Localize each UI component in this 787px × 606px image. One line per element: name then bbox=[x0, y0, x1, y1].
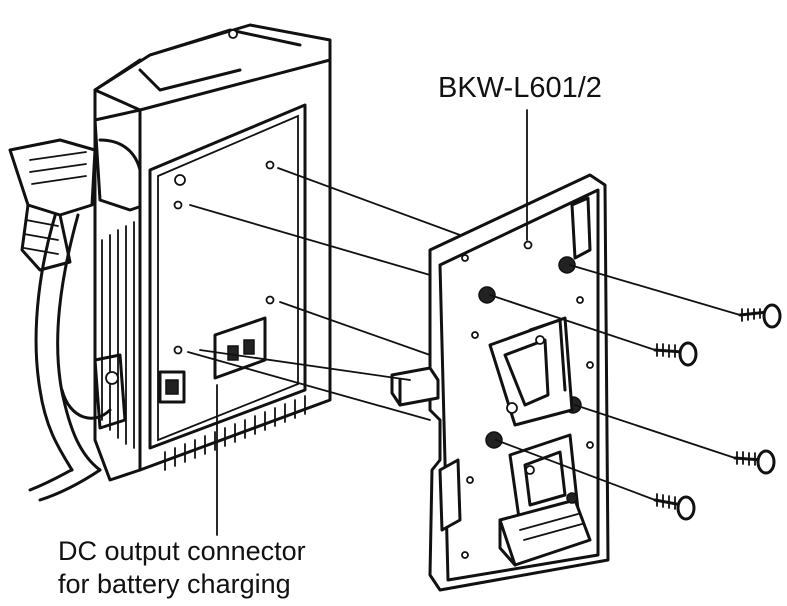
connector-label: DC output connector for battery charging bbox=[58, 535, 306, 601]
mounting-plate bbox=[390, 173, 610, 592]
power-plug bbox=[8, 138, 97, 217]
charger-front-frame bbox=[148, 103, 307, 450]
screw-4 bbox=[653, 493, 696, 521]
screws bbox=[653, 303, 782, 521]
power-cable bbox=[34, 198, 74, 472]
charger-unit bbox=[8, 23, 332, 502]
charger-hole-1 bbox=[174, 174, 186, 186]
connector-label-line-2: for battery charging bbox=[58, 569, 291, 599]
screw-1 bbox=[738, 303, 782, 329]
guide-lines bbox=[187, 109, 741, 536]
screw-3 bbox=[733, 449, 776, 475]
connector-label-line-1: DC output connector bbox=[58, 536, 306, 566]
model-label: BKW-L601/2 bbox=[438, 72, 602, 104]
screw-2 bbox=[653, 341, 698, 367]
plate-screw-hole-1 bbox=[558, 256, 576, 274]
plate-dc-block bbox=[390, 366, 440, 407]
